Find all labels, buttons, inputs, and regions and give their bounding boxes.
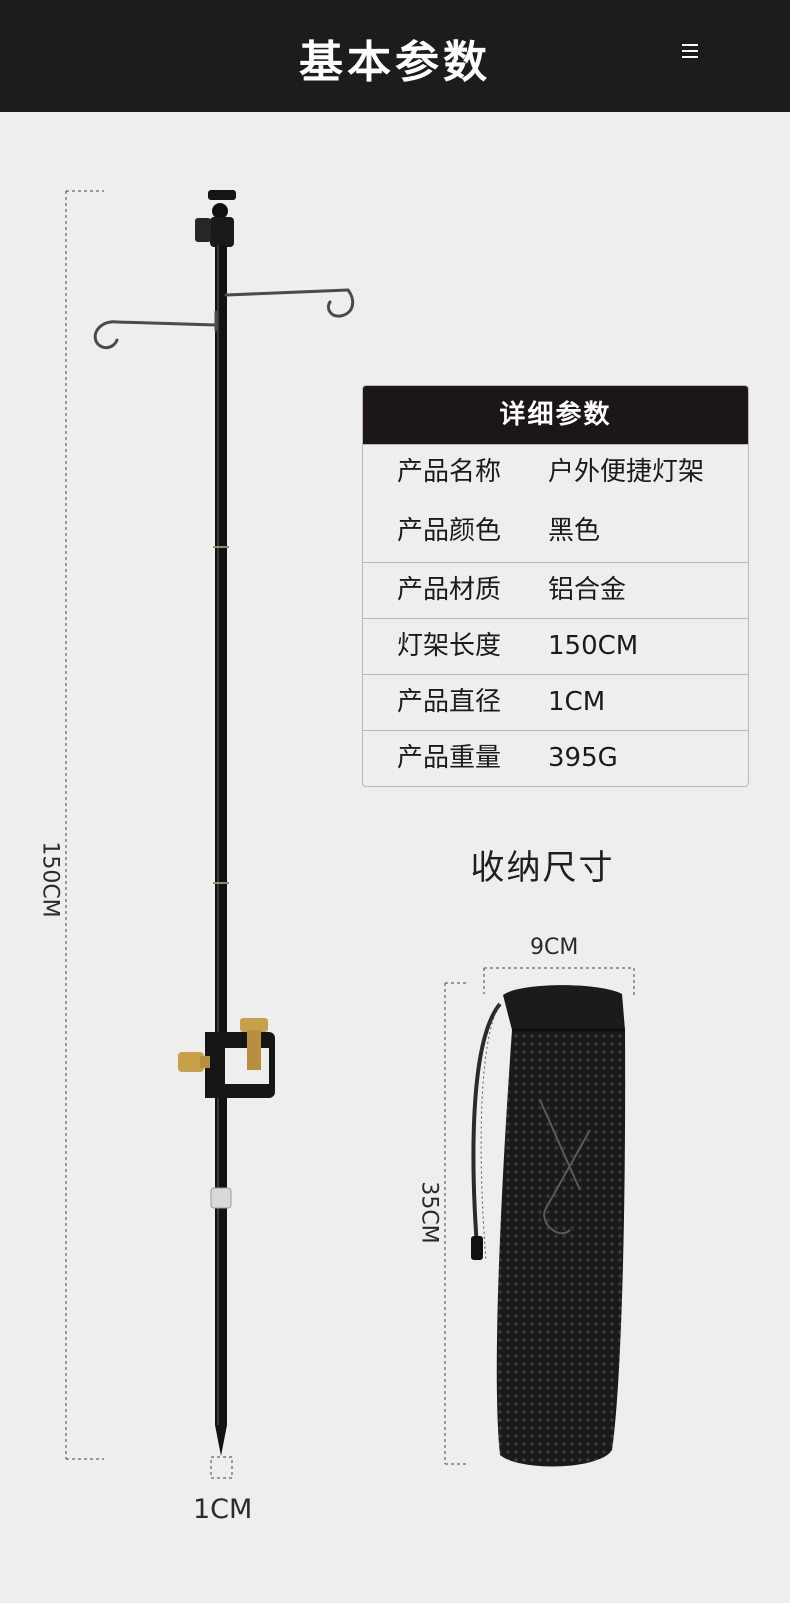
table-row: 产品名称 户外便捷灯架 bbox=[363, 444, 748, 500]
bag-height-label: 35CM bbox=[416, 1181, 442, 1244]
page-title: 基本参数 bbox=[299, 37, 491, 88]
diameter-dimension-box bbox=[210, 1456, 233, 1479]
table-row: 产品颜色 黑色 bbox=[363, 500, 748, 562]
spec-label: 产品颜色 bbox=[397, 516, 502, 546]
table-row: 产品材质 铝合金 bbox=[363, 562, 748, 618]
bag-dimension-brackets bbox=[444, 967, 635, 1465]
pole-clamp-icon bbox=[178, 1018, 275, 1098]
main-pole bbox=[215, 245, 227, 1425]
bag-width-label: 9CM bbox=[530, 935, 579, 960]
spec-label: 灯架长度 bbox=[397, 631, 502, 661]
table-row: 产品直径 1CM bbox=[363, 674, 748, 730]
spec-value: 黑色 bbox=[548, 516, 601, 546]
pole-diameter-label: 1CM bbox=[193, 1494, 253, 1525]
spec-value: 户外便捷灯架 bbox=[548, 457, 705, 487]
spec-label: 产品材质 bbox=[397, 575, 502, 605]
storage-bag-illustration bbox=[471, 985, 626, 1467]
spec-label: 产品名称 bbox=[397, 457, 502, 487]
spec-value: 395G bbox=[548, 743, 618, 773]
spec-value: 铝合金 bbox=[548, 575, 627, 605]
spec-table-title: 详细参数 bbox=[363, 386, 748, 444]
storage-size-title: 收纳尺寸 bbox=[470, 848, 615, 888]
spec-value: 1CM bbox=[548, 687, 606, 717]
page-header: 基本参数 bbox=[0, 0, 790, 112]
spec-label: 产品直径 bbox=[397, 687, 502, 717]
table-row: 灯架长度 150CM bbox=[363, 618, 748, 674]
top-ball-head-icon bbox=[195, 190, 236, 247]
hamburger-menu-icon[interactable] bbox=[682, 42, 698, 58]
pole-height-label: 150CM bbox=[37, 841, 63, 918]
table-row: 产品重量 395G bbox=[363, 730, 748, 786]
spec-value: 150CM bbox=[548, 631, 639, 661]
hanging-hook-arms bbox=[93, 288, 355, 350]
pole-joint-ring bbox=[210, 1187, 232, 1209]
spec-label: 产品重量 bbox=[397, 743, 502, 773]
ground-spike bbox=[215, 1425, 227, 1456]
height-dimension-bracket bbox=[65, 190, 104, 1460]
spec-table: 详细参数 产品名称 户外便捷灯架 产品颜色 黑色 产品材质 铝合金 灯架长度 1… bbox=[362, 385, 749, 787]
